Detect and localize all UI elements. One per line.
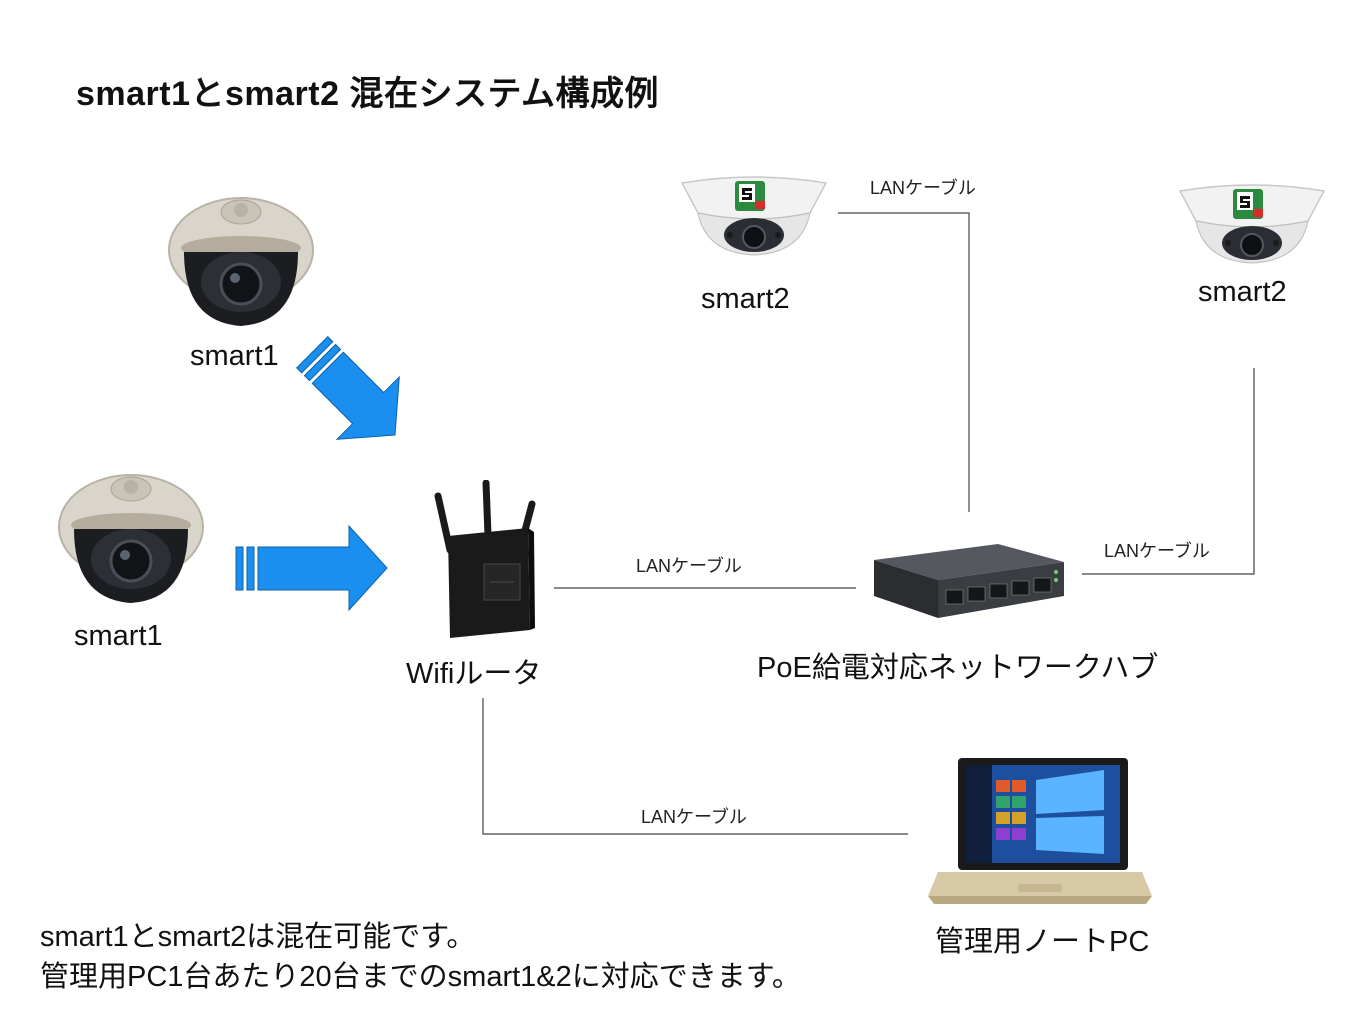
smart2-camera-icon	[1178, 184, 1326, 264]
smart1-dome-camera-icon	[58, 474, 204, 603]
smart2-right-label: smart2	[1198, 276, 1287, 308]
poe-network-hub-icon	[874, 544, 1064, 618]
hub-label: PoE給電対応ネットワークハブ	[757, 652, 1159, 684]
wifi-router-icon	[434, 480, 536, 638]
smart2-left-label: smart2	[701, 283, 790, 315]
router-label: Wifiルータ	[406, 658, 542, 690]
wireless-arrow-diagonal	[296, 336, 400, 440]
lan-cable-label: LANケーブル	[870, 178, 976, 198]
smart1-left-label: smart1	[74, 620, 163, 652]
pc-label: 管理用ノートPC	[935, 926, 1150, 958]
smart1-dome-camera-icon	[168, 197, 314, 326]
lan-cable-label: LANケーブル	[641, 807, 747, 827]
cable-router-to-pc	[482, 698, 908, 835]
cable-smart2-right-to-hub	[1082, 368, 1255, 575]
laptop-pc-icon	[928, 758, 1152, 904]
cable-smart2-left-to-hub	[838, 212, 970, 512]
smart2-camera-icon	[680, 176, 828, 256]
lan-cable-label: LANケーブル	[1104, 541, 1210, 561]
wireless-arrow-horizontal	[235, 524, 388, 612]
smart1-top-label: smart1	[190, 340, 279, 372]
lan-cable-label: LANケーブル	[636, 556, 742, 576]
diagram-title: smart1とsmart2 混在システム構成例	[76, 75, 659, 113]
note-line-1: smart1とsmart2は混在可能です。	[40, 921, 476, 953]
note-line-2: 管理用PC1台あたり20台までのsmart1&2に対応できます。	[40, 961, 801, 993]
